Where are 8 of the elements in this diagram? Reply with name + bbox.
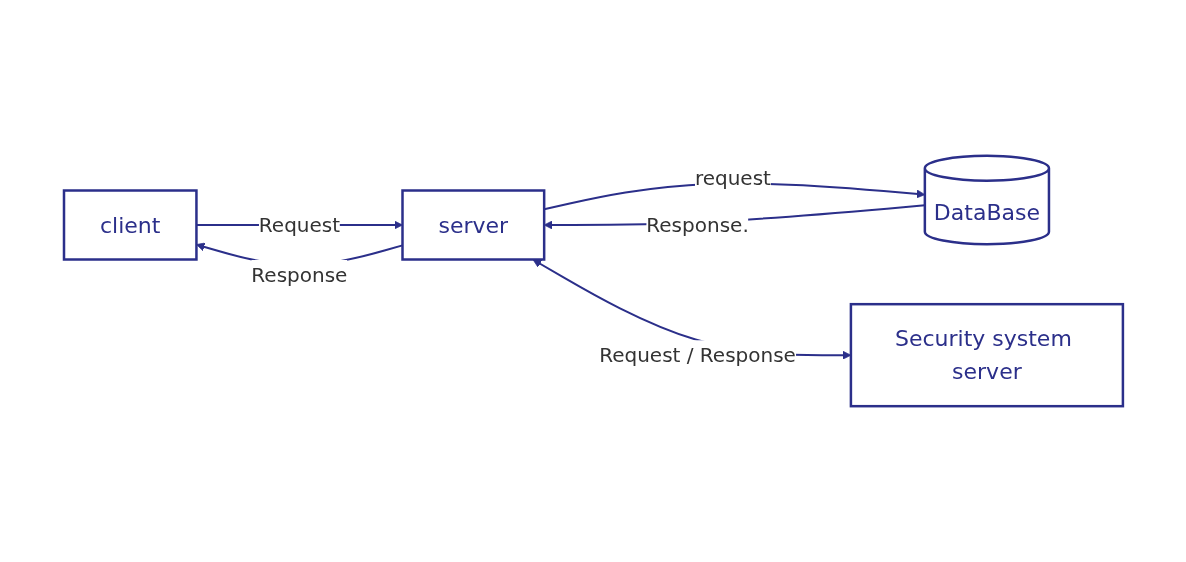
edge-label: Request: [258, 213, 340, 237]
node-box: client: [62, 189, 198, 261]
edge-label: Response.: [645, 213, 749, 237]
edge-label: Response: [250, 262, 347, 287]
node-box: server: [400, 189, 545, 261]
edge-label: Request / Response: [598, 343, 796, 368]
edge-label: request: [694, 166, 771, 191]
node-box: Security system server: [849, 302, 1124, 408]
